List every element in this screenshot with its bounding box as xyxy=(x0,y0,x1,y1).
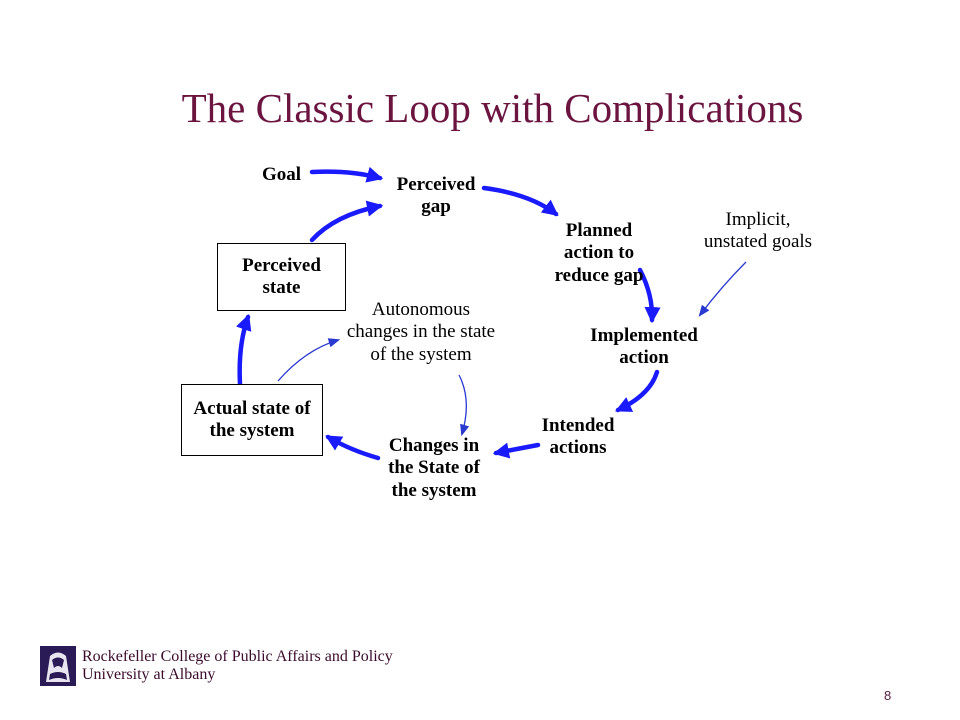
node-actual-state: Actual state of the system xyxy=(181,384,323,456)
footer-line-university: University at Albany xyxy=(82,665,216,683)
arrow-gap-to-planned xyxy=(481,185,559,217)
arrow-goal-to-gap xyxy=(309,166,384,183)
node-line: Actual state of xyxy=(193,398,311,420)
arrow-autonomous-to-changes xyxy=(458,374,470,437)
node-line: action xyxy=(619,347,669,369)
arrow-actual-to-perceived xyxy=(236,313,252,387)
node-planned-action: Planned action to reduce gap xyxy=(543,220,655,287)
node-line: Implemented xyxy=(590,325,698,346)
node-line: of the system xyxy=(370,343,472,365)
node-line: action to xyxy=(563,242,635,264)
footer-institution: Rockefeller College of Public Affairs an… xyxy=(82,648,393,683)
node-line: gap xyxy=(421,196,451,218)
node-line: the system xyxy=(391,479,477,501)
node-line: Intended xyxy=(541,415,615,436)
node-line: state xyxy=(262,277,301,298)
node-line: the State of xyxy=(388,457,480,479)
arrow-actual-to-autonomous xyxy=(277,338,341,382)
node-implicit-goals: Implicit, unstated goals xyxy=(690,209,826,254)
node-line: Perceived xyxy=(242,255,321,277)
node-implemented-action: Implemented action xyxy=(580,325,708,370)
node-line: Changes in xyxy=(388,435,480,456)
arrow-implemented-to-intended xyxy=(615,369,660,413)
page-number: 8 xyxy=(884,688,892,703)
node-line: Perceived xyxy=(396,174,476,195)
slide-title: The Classic Loop with Complications xyxy=(181,85,804,131)
node-line: actions xyxy=(549,437,607,459)
node-line: unstated goals xyxy=(703,231,813,253)
arrow-perceived-state-to-gap xyxy=(309,200,384,243)
node-perceived-gap: Perceived gap xyxy=(383,174,489,219)
footer-line-college: Rockefeller College of Public Affairs an… xyxy=(82,648,393,665)
node-perceived-state: Perceived state xyxy=(217,243,346,311)
node-line: Implicit, xyxy=(725,209,791,230)
university-logo-icon xyxy=(40,646,76,686)
arrow-changes-to-actual xyxy=(325,434,381,461)
node-line: the system xyxy=(209,420,295,441)
node-intended-actions: Intended actions xyxy=(532,415,624,460)
arrow-planned-to-implemented xyxy=(637,267,661,324)
node-changes-in-state: Changes in the State of the system xyxy=(372,435,496,502)
node-autonomous-changes: Autonomous changes in the state of the s… xyxy=(338,299,504,366)
arrow-implicit-goals-to-implemented xyxy=(698,261,747,317)
node-goal: Goal xyxy=(262,164,302,185)
node-line: Planned xyxy=(565,220,633,241)
node-line: reduce gap xyxy=(554,264,644,286)
arrow-intended-to-changes xyxy=(492,442,541,459)
node-line: changes in the state xyxy=(346,321,496,343)
node-line: Autonomous xyxy=(371,299,471,320)
